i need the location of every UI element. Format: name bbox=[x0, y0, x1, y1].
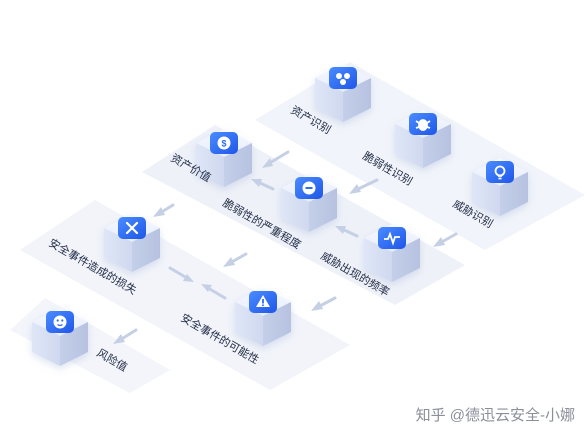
node-asset-value: $ bbox=[196, 129, 252, 187]
arrow-head bbox=[251, 179, 262, 187]
node-vuln-identify bbox=[395, 110, 451, 168]
lightbulb-icon bbox=[494, 165, 506, 180]
asset-cluster-icon bbox=[336, 73, 350, 85]
warning-icon bbox=[256, 295, 270, 307]
arrow-threat-frequency-to-vuln-severity bbox=[340, 227, 359, 238]
node-vuln-severity bbox=[281, 174, 337, 232]
node-incident-loss bbox=[104, 214, 160, 272]
arrows bbox=[113, 150, 458, 344]
minus-icon bbox=[302, 181, 316, 195]
arrow-head bbox=[223, 257, 235, 267]
node-threat-identify bbox=[472, 158, 528, 216]
arrow-head bbox=[201, 284, 212, 292]
pulse-icon bbox=[384, 231, 400, 246]
bug-icon bbox=[415, 119, 431, 131]
svg-text:$: $ bbox=[221, 139, 226, 149]
arrow-incident-probability-to-incident-loss bbox=[206, 286, 227, 300]
node-threat-frequency bbox=[364, 224, 420, 282]
face-icon bbox=[53, 315, 67, 329]
arrow-head bbox=[262, 158, 273, 168]
node-asset-identify bbox=[315, 64, 371, 122]
arrow-head bbox=[311, 301, 323, 311]
node-risk-value bbox=[32, 308, 88, 366]
arrow-vuln-severity-to-asset-value bbox=[256, 180, 275, 191]
arrow-head bbox=[349, 184, 361, 194]
close-x-icon bbox=[125, 221, 139, 235]
dollar-icon: $ bbox=[217, 136, 231, 150]
arrow-head bbox=[433, 237, 445, 247]
arrow-vuln-identify-to-vuln-severity bbox=[354, 178, 379, 192]
arrow-head bbox=[113, 334, 125, 344]
arrow-head bbox=[153, 207, 165, 217]
node-incident-probability bbox=[235, 288, 291, 346]
arrow-head bbox=[183, 274, 194, 282]
arrow-head bbox=[335, 226, 346, 234]
watermark-text: 知乎 @德迅云安全-小娜 bbox=[416, 406, 575, 424]
nodes: $ bbox=[32, 64, 528, 366]
arrow-incident-loss-to-incident-probability bbox=[168, 266, 189, 280]
